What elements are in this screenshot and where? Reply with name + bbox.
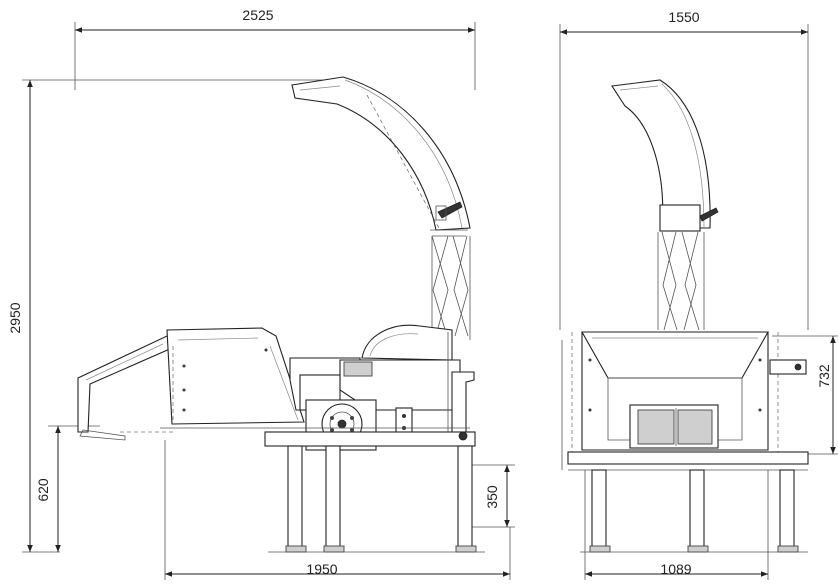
side-view-machine: [77, 76, 485, 553]
side-infeed-hopper: [77, 335, 175, 441]
front-hopper-body: [561, 331, 807, 470]
dim-1550-label: 1550: [668, 9, 699, 25]
front-view-machine: [561, 79, 809, 553]
dim-2950-label: 2950: [7, 302, 23, 333]
side-discharge-chute: [291, 76, 471, 340]
dim-350-label: 350: [484, 485, 500, 509]
front-discharge-chute: [611, 79, 719, 331]
dim-1950-label: 1950: [306, 561, 337, 577]
front-frame-legs: [567, 451, 809, 553]
dim-620-label: 620: [35, 478, 51, 502]
dim-1089-label: 1089: [660, 561, 691, 577]
dimension-labels: 2525 1550 2950 620 350 1950 1089 732: [7, 7, 832, 577]
side-main-body: [166, 324, 475, 451]
dim-2525-label: 2525: [242, 7, 273, 23]
side-frame-legs: [160, 427, 485, 553]
dimension-lines: [22, 22, 838, 580]
dim-732-label: 732: [816, 364, 832, 388]
